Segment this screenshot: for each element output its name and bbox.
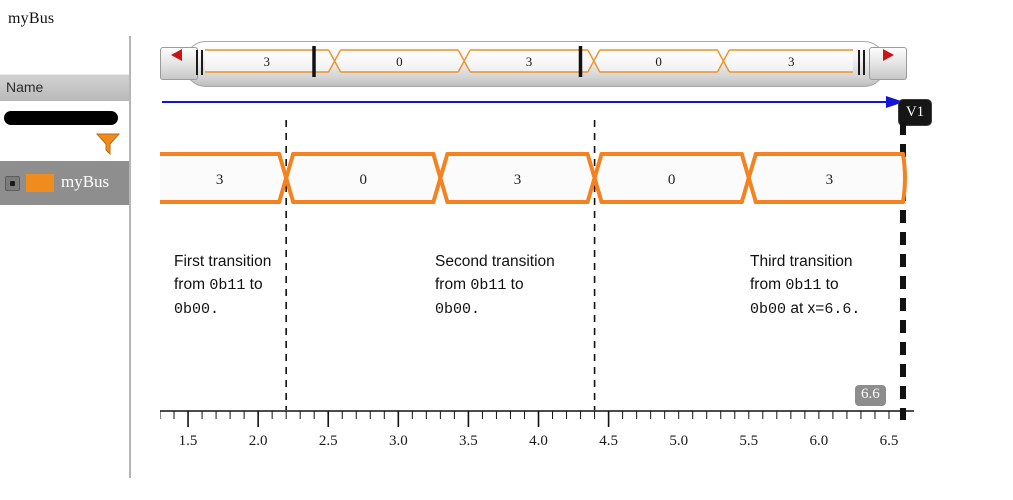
range-arrow-icon	[162, 96, 904, 108]
annotation-text: .	[851, 301, 861, 318]
triangle-right-icon[interactable]	[883, 49, 894, 61]
annotation-code: 0b00	[435, 301, 472, 318]
axis-tick-label: 3.5	[459, 433, 478, 449]
annotation-first-transition: First transition from 0b11 to 0b00.	[174, 250, 324, 321]
navigator-resize-handle-left[interactable]	[196, 50, 205, 75]
filter-area	[0, 101, 131, 161]
axis-tick-label: 6.5	[879, 433, 899, 449]
page-title: myBus	[8, 10, 55, 27]
bus-waveform[interactable]: 3 0 3 0 3	[160, 140, 910, 220]
axis-tick-label: 4.5	[599, 433, 618, 449]
navigator-resize-handle-right[interactable]	[858, 50, 867, 75]
annotation-text: to	[506, 276, 524, 293]
annotation-text: from	[174, 276, 210, 293]
status-badge[interactable]: V1	[898, 99, 932, 126]
axis-tick-label: 2.0	[248, 433, 268, 449]
svg-text:0: 0	[655, 54, 662, 69]
annotation-text: .	[210, 301, 220, 318]
annotation-line-3: 0b00.	[435, 297, 600, 321]
expand-toggle-icon[interactable]	[5, 176, 20, 191]
funnel-icon[interactable]	[96, 133, 120, 155]
annotation-line-1: Second transition	[435, 253, 555, 270]
svg-text:3: 3	[514, 172, 522, 188]
annotation-text: from	[750, 276, 786, 293]
axis-tick-label: 2.5	[318, 433, 338, 449]
axis-tick-label: 1.5	[178, 433, 198, 449]
annotation-line-3: 0b00.	[174, 297, 324, 321]
cursor-value-label: 6.6	[861, 386, 880, 402]
annotation-text: to	[821, 276, 839, 293]
svg-text:3: 3	[526, 54, 533, 69]
signal-panel: myBus Name myBus	[0, 0, 131, 500]
annotation-line-2: from 0b11 to	[435, 273, 600, 297]
time-axis[interactable]: 1.5 2.0 2.5 3.0 3.5 4.0 4.5 5.0 5.5 6.0 6.5	[160, 405, 915, 475]
cursor-value-readout[interactable]: 6.6	[855, 385, 886, 406]
column-header-name[interactable]: Name	[0, 74, 131, 102]
axis-tick-label: 5.5	[739, 433, 759, 449]
annotation-third-transition: Third transition from 0b11 to 0b00 at x=…	[750, 250, 910, 321]
list-item[interactable]: myBus	[0, 161, 131, 205]
annotation-line-1: First transition	[174, 253, 272, 270]
annotation-text: at x=	[786, 300, 825, 317]
annotation-line-1: Third transition	[750, 253, 853, 270]
svg-text:3: 3	[826, 172, 834, 188]
axis-tick-label: 5.0	[669, 433, 689, 449]
axis-ticks	[160, 410, 914, 427]
svg-text:3: 3	[788, 54, 795, 69]
svg-text:0: 0	[360, 172, 368, 188]
annotation-line-2: from 0b11 to	[174, 273, 324, 297]
waveform-plot[interactable]: 3 0 3 0 3	[160, 120, 910, 420]
annotation-text: .	[471, 301, 481, 318]
navigator-waveform: 3 0 3 0 3	[205, 46, 853, 77]
svg-text:0: 0	[396, 54, 403, 69]
axis-tick-label: 6.0	[809, 433, 829, 449]
triangle-left-icon[interactable]	[171, 49, 182, 61]
svg-text:3: 3	[264, 54, 271, 69]
svg-text:0: 0	[668, 172, 676, 188]
annotation-code: 0b11	[470, 277, 507, 294]
search-input[interactable]	[4, 111, 118, 125]
annotation-second-transition: Second transition from 0b11 to 0b00.	[435, 250, 600, 321]
list-item-label: myBus	[61, 172, 110, 191]
annotation-code: 0b00	[750, 301, 787, 318]
signal-color-swatch	[26, 174, 54, 192]
annotation-line-2: from 0b11 to	[750, 273, 910, 297]
navigator-scrollbar[interactable]: 3 0 3 0 3	[160, 38, 907, 87]
annotation-code: 0b11	[209, 277, 246, 294]
axis-tick-label: 3.0	[388, 433, 408, 449]
status-badge-label: V1	[905, 104, 925, 120]
annotation-code: 0b11	[785, 277, 822, 294]
annotation-line-3: 0b00 at x=6.6.	[750, 297, 910, 321]
axis-tick-label: 4.0	[529, 433, 548, 449]
annotation-code: 6.6	[824, 301, 852, 318]
panel-divider	[129, 36, 131, 478]
annotation-text: from	[435, 276, 471, 293]
column-header-name-label: Name	[6, 79, 44, 95]
svg-text:3: 3	[216, 172, 224, 188]
annotation-text: to	[245, 276, 263, 293]
annotation-code: 0b00	[174, 301, 211, 318]
